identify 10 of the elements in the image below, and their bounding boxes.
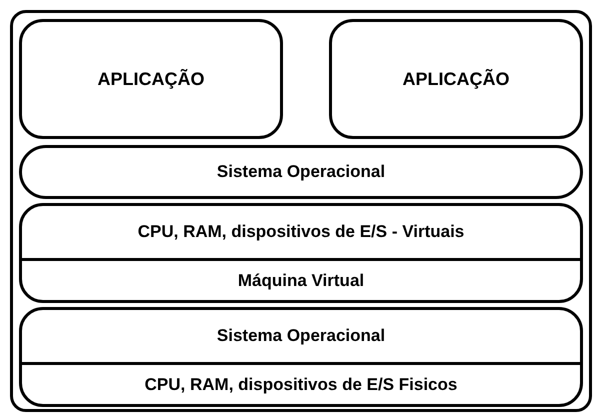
os-layer: Sistema Operacional bbox=[19, 145, 583, 199]
virtual-machine-layer: Máquina Virtual bbox=[22, 261, 580, 300]
outer-frame bbox=[10, 10, 592, 412]
virtual-hardware-layer: CPU, RAM, dispositivos de E/S - Virtuais bbox=[22, 206, 580, 261]
host-frame bbox=[19, 307, 583, 407]
application-box: APLICAÇÃO bbox=[329, 19, 583, 139]
os-layer: Sistema Operacional bbox=[22, 310, 580, 365]
physical-hardware-layer: CPU, RAM, dispositivos de E/S Fisicos bbox=[22, 365, 580, 404]
virtual-machine-frame bbox=[19, 203, 583, 303]
application-box: APLICAÇÃO bbox=[19, 19, 283, 139]
